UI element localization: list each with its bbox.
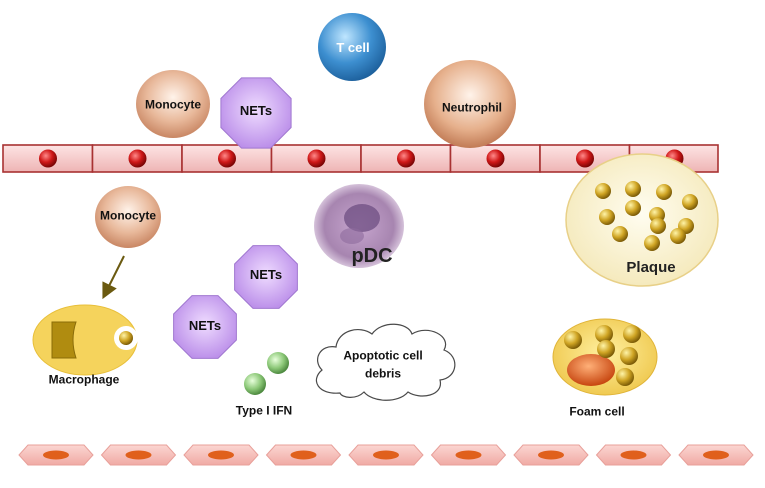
type1-ifn-label: Type I IFN bbox=[235, 403, 293, 418]
monocyte-top bbox=[136, 70, 210, 138]
plaque-label: Plaque bbox=[626, 258, 676, 276]
pdc-label: pDC bbox=[351, 245, 393, 267]
lipid-droplet bbox=[616, 368, 634, 386]
lipid-droplet bbox=[597, 340, 615, 358]
nets-low bbox=[173, 295, 237, 359]
monocyte-top-label: Monocyte bbox=[144, 97, 202, 112]
smooth-muscle-nucleus bbox=[43, 450, 69, 460]
monocyte-lower-label: Monocyte bbox=[99, 208, 157, 223]
endothelial-cell bbox=[91, 144, 183, 173]
plaque bbox=[565, 153, 719, 287]
macrophage-label: Macrophage bbox=[48, 372, 120, 387]
t-cell-label: T cell bbox=[336, 39, 370, 55]
plaque-lipid-droplets bbox=[595, 181, 698, 251]
endothelial-nucleus bbox=[39, 149, 57, 168]
smooth-muscle-nucleus bbox=[620, 450, 647, 460]
t-cell bbox=[318, 13, 386, 81]
lipid-droplet bbox=[650, 218, 666, 234]
lipid-droplet bbox=[595, 325, 613, 343]
smooth-muscle-layer bbox=[18, 444, 754, 466]
apoptotic-label-line1: Apoptotic cell bbox=[343, 348, 423, 363]
smooth-muscle-nucleus bbox=[538, 450, 564, 460]
foam-cell bbox=[552, 318, 658, 396]
neutrophil-label: Neutrophil bbox=[442, 100, 502, 115]
lipid-droplet bbox=[612, 226, 628, 242]
lipid-droplet bbox=[564, 331, 582, 349]
lipid-droplet bbox=[682, 194, 698, 210]
monocyte-lower bbox=[95, 186, 161, 248]
endothelial-nucleus bbox=[486, 149, 505, 168]
lipid-droplet bbox=[656, 184, 672, 200]
lipid-droplet bbox=[625, 200, 641, 216]
lipid-droplet bbox=[644, 235, 660, 251]
macrophage bbox=[32, 304, 138, 376]
lipid-droplet bbox=[595, 183, 611, 199]
lipid-droplet bbox=[620, 347, 638, 365]
pdc-cell bbox=[314, 184, 404, 268]
smooth-muscle-nucleus bbox=[373, 450, 399, 460]
smooth-muscle-nucleus bbox=[125, 450, 152, 460]
endothelial-nucleus bbox=[307, 149, 326, 168]
lipid-droplet bbox=[625, 181, 641, 197]
lipid-droplet bbox=[623, 325, 641, 343]
nets-mid-label: NETs bbox=[249, 266, 283, 282]
lipid-droplet bbox=[599, 209, 615, 225]
differentiation-arrow bbox=[102, 255, 125, 300]
endothelial-nucleus bbox=[128, 149, 147, 168]
endothelial-nucleus bbox=[576, 149, 594, 168]
ifn-particle-2 bbox=[244, 373, 266, 395]
nets-top-label: NETs bbox=[239, 102, 273, 118]
apoptotic-label-line2: debris bbox=[364, 366, 402, 381]
nets-mid bbox=[234, 245, 298, 309]
nets-low-label: NETs bbox=[188, 317, 222, 333]
endothelial-nucleus bbox=[397, 149, 415, 168]
smooth-muscle-nucleus bbox=[208, 450, 234, 460]
nets-top bbox=[220, 77, 292, 149]
neutrophil bbox=[424, 60, 516, 148]
foam-lipid-droplets bbox=[564, 325, 641, 386]
endothelial-nucleus bbox=[218, 149, 236, 168]
smooth-muscle-nucleus bbox=[703, 450, 729, 460]
foam-cell-label: Foam cell bbox=[569, 404, 625, 419]
ifn-particle-1 bbox=[267, 352, 289, 374]
smooth-muscle-nucleus bbox=[455, 450, 482, 460]
apoptotic-debris-cloud bbox=[316, 323, 456, 401]
smooth-muscle-nucleus bbox=[290, 450, 317, 460]
endothelial-cell bbox=[2, 144, 94, 173]
lipid-droplet bbox=[670, 228, 686, 244]
